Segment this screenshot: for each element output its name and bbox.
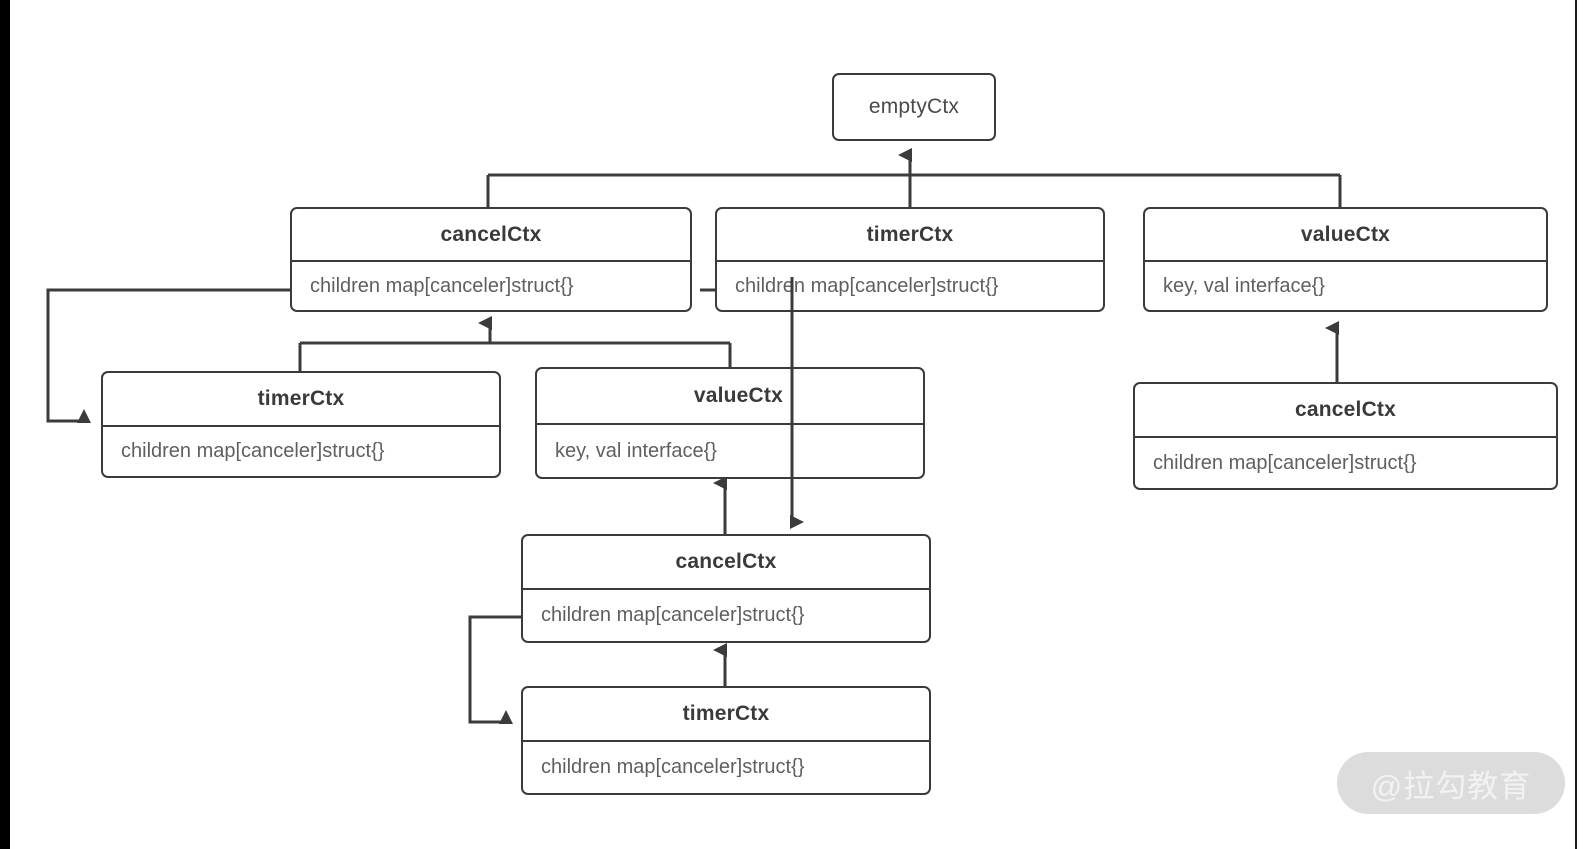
node-r2-timerctx[interactable]: timerCtx children map[canceler]struct{} — [101, 371, 501, 478]
node-r1-timerctx-title: timerCtx — [717, 209, 1103, 262]
node-r1-cancelctx-field: children map[canceler]struct{} — [310, 274, 574, 297]
node-r1-valuectx-title: valueCtx — [1145, 209, 1546, 262]
node-r1-timerctx-field: children map[canceler]struct{} — [735, 274, 999, 297]
node-r2-timerctx-field: children map[canceler]struct{} — [121, 440, 385, 462]
node-r1-cancelctx[interactable]: cancelCtx children map[canceler]struct{} — [290, 207, 692, 312]
edge-r3cancel-children-loop — [468, 615, 521, 724]
edge-r1cancel-children-loop — [46, 288, 290, 423]
node-r2-valuectx-title: valueCtx — [537, 369, 923, 425]
node-r1-cancelctx-title: cancelCtx — [292, 209, 690, 262]
node-r1-valuectx-field: key, val interface{} — [1163, 274, 1325, 297]
node-r2-timerctx-title: timerCtx — [103, 373, 499, 427]
node-r2-cancelctx-right-field: children map[canceler]struct{} — [1153, 451, 1417, 474]
node-emptyctx-title: emptyCtx — [868, 95, 960, 118]
left-edge-strip — [0, 0, 10, 849]
node-r3-cancelctx-title: cancelCtx — [523, 536, 929, 590]
node-r2-valuectx[interactable]: valueCtx key, val interface{} — [535, 367, 925, 479]
node-r2-cancelctx-right-title: cancelCtx — [1135, 384, 1556, 438]
watermark-text: @拉勾教育 — [1370, 768, 1532, 804]
right-edge-strip — [1575, 0, 1577, 849]
node-r1-valuectx[interactable]: valueCtx key, val interface{} — [1143, 207, 1548, 312]
node-r4-timerctx[interactable]: timerCtx children map[canceler]struct{} — [521, 686, 931, 795]
watermark: @拉勾教育 — [1337, 752, 1565, 814]
node-r4-timerctx-field: children map[canceler]struct{} — [541, 756, 805, 778]
node-r3-cancelctx-field: children map[canceler]struct{} — [541, 604, 805, 626]
node-r3-cancelctx[interactable]: cancelCtx children map[canceler]struct{} — [521, 534, 931, 643]
node-emptyctx[interactable]: emptyCtx — [832, 73, 996, 141]
node-r1-timerctx[interactable]: timerCtx children map[canceler]struct{} — [715, 207, 1105, 312]
node-r2-valuectx-field: key, val interface{} — [555, 439, 717, 462]
node-r4-timerctx-title: timerCtx — [523, 688, 929, 742]
node-r2-cancelctx-right[interactable]: cancelCtx children map[canceler]struct{} — [1133, 382, 1558, 490]
